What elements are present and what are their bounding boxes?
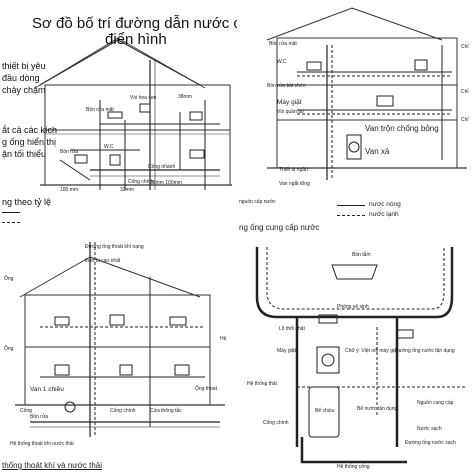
vent-drain-drawing: [15, 242, 225, 437]
fixture-label: Phòng vệ sinh: [337, 304, 369, 310]
legend-cold: nước lạnh: [369, 211, 399, 218]
fixture-label: W.C: [104, 144, 114, 150]
legend-hot: nước nóng: [369, 201, 401, 208]
pipe-label: Đường ống nước sạch: [405, 440, 456, 446]
side-note: thiết bị yêu: [2, 61, 46, 71]
diagram-title-line1: Sơ đồ bố trí đường dẫn nước chéo khu dâ: [32, 15, 237, 32]
fixture-label: Bồn rửa mặt: [269, 41, 297, 47]
side-note: ắt cả các kích: [2, 125, 58, 135]
fixture-label: Máy giặt: [277, 348, 296, 354]
reuse-drawing: [255, 247, 467, 464]
fixture-label: Bồn rửa: [60, 149, 79, 155]
fixture-label: Lỗ thổi chất: [279, 326, 305, 332]
vent-label: Đường ống thoát khí nạng: [85, 244, 144, 250]
side-label: Chỉ: [461, 89, 469, 95]
side-note: đầu dòng: [2, 73, 40, 83]
fixture-label: Bồn rửa bát chén: [267, 83, 306, 89]
source-label: Nguồn cung cấp: [417, 400, 454, 406]
fixture-label: Vòi hoa sen: [130, 95, 157, 101]
fixture-label: W.C: [277, 59, 287, 65]
side-label: Chỉ: [461, 44, 469, 50]
valve-label: Van ngắt tổng: [279, 181, 310, 187]
valve-label: Thiết bị ngăn: [279, 167, 308, 173]
dim-label: 100 mm: [60, 187, 79, 193]
cleanout-label: Cửa thông tắc: [150, 408, 182, 414]
panel-water-supply: Bồn rửa mặt W.C Bồn rửa bát chén Máy giặ…: [237, 0, 474, 237]
panel-vent-drain: Đường ống thoát khí nạng thiết bị cao nh…: [0, 237, 237, 474]
valve-label: Van xả: [365, 147, 390, 156]
scale-note: ng theo tỷ lệ: [2, 197, 52, 207]
drain-label: Cống chính: [263, 420, 289, 426]
system-label: Hệ thống cống: [337, 464, 370, 470]
supply-drawing: [266, 7, 467, 180]
panel-caption: thống thoát khí và nước thải: [2, 461, 102, 470]
fixture-label: Máy giặt: [277, 99, 302, 106]
pipe-label: Ống: [4, 276, 14, 282]
house-section-drawing: [34, 37, 232, 190]
valve-label: Van 1 chiều: [30, 386, 64, 393]
system-label: Hệ thống thoát khí nước thải: [10, 441, 74, 447]
pipe-label: Đường ống nước tận dụng: [395, 348, 455, 354]
note-label: Chữ ý: Việt nối máy giặt: [345, 348, 399, 354]
tank-inner-label: Bể chứa: [315, 408, 334, 414]
drain-label: Cống: [20, 408, 32, 414]
side-note: chảy chậm: [2, 85, 46, 95]
vent-label: thiết bị cao nhất: [85, 258, 121, 264]
branch-label: Cống nhánh: [148, 164, 176, 170]
pipe-label: Ống thoát: [195, 386, 217, 392]
panel-water-reuse: Bồn tắm Phòng vệ sinh Máy giặt Lỗ thổi c…: [237, 237, 474, 474]
fixture-label: Vòi quần áo: [277, 109, 304, 115]
fixture-label: Bồn rửa mặt: [86, 107, 114, 113]
dim-label: 38mm 100mm: [150, 180, 182, 186]
legend-hot-line: [337, 205, 365, 206]
dim-label: 38mm: [178, 94, 192, 100]
valve-label: Van trộn chống bỏng: [365, 124, 439, 133]
fixture-label: Bồn tắm: [352, 252, 371, 258]
legend-line-solid: [2, 212, 20, 213]
dim-label: 32mm: [120, 187, 134, 193]
drain-label: Cống chính: [110, 408, 136, 414]
pipe-label: Hệ: [220, 336, 227, 342]
drain-label: Cống chính: [128, 179, 154, 185]
pipe-label: Ống: [4, 346, 14, 352]
tank-label: Bể nước tận dụng: [357, 406, 398, 412]
legend-line-dashed: [2, 222, 20, 223]
panel-drainage-section: Sơ đồ bố trí đường dẫn nước chéo khu dâ …: [0, 0, 237, 237]
side-label: Chỉ: [461, 117, 469, 123]
legend-title: ng ống cung cấp nước: [239, 223, 320, 232]
legend-cold-line: [337, 215, 365, 216]
system-label: Hệ thống thải: [247, 381, 277, 387]
source-label: nguồn cấp nước: [239, 199, 276, 205]
side-note: ặn tối thiểu: [2, 149, 47, 159]
fixture-label: Bồn rửa: [30, 414, 49, 420]
water-label: Nước sạch: [417, 426, 442, 432]
diagram-title-line2: điển hình: [105, 31, 167, 48]
side-note: g ống hiển thị: [2, 137, 57, 147]
